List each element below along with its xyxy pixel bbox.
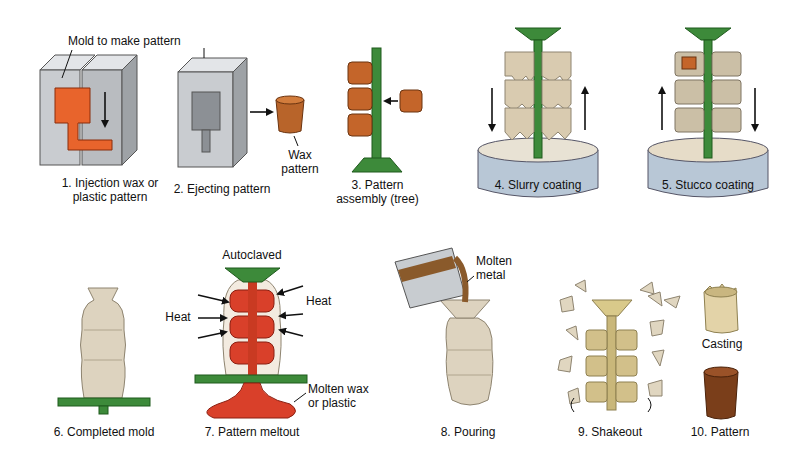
step-caption: 8. Pouring xyxy=(398,425,538,439)
shakeout xyxy=(558,280,680,412)
callout-label: Mold to make pattern xyxy=(68,34,208,48)
stucco-tank xyxy=(648,28,768,197)
step-caption: 7. Pattern meltout xyxy=(182,425,322,439)
callout-label: Autoclaved xyxy=(202,248,302,262)
mold-step1 xyxy=(40,50,137,165)
step-caption: 1. Injection wax or plastic pattern xyxy=(50,176,170,204)
callout-label: Molten metal xyxy=(476,254,526,282)
step-caption: 4. Slurry coating xyxy=(468,178,608,192)
mold-step2 xyxy=(178,48,304,167)
completed-mold xyxy=(58,288,150,414)
pattern-tree xyxy=(348,48,422,172)
step-caption: 6. Completed mold xyxy=(34,425,174,439)
callout-label: Wax pattern xyxy=(276,148,324,176)
callout-label: Heat xyxy=(306,294,346,308)
casting-and-pattern xyxy=(704,284,738,419)
step-caption: 9. Shakeout xyxy=(540,425,680,439)
step-caption: 5. Stucco coating xyxy=(638,178,778,192)
callout-label: Casting xyxy=(686,337,758,351)
callout-label: Heat xyxy=(158,310,198,324)
slurry-tank xyxy=(478,28,598,197)
step-caption: 2. Ejecting pattern xyxy=(152,182,292,196)
callout-label: Molten wax or plastic xyxy=(308,382,380,410)
step-caption: 3. Pattern assembly (tree) xyxy=(330,178,425,206)
meltout xyxy=(195,268,307,418)
step-caption: 10. Pattern xyxy=(660,425,780,439)
